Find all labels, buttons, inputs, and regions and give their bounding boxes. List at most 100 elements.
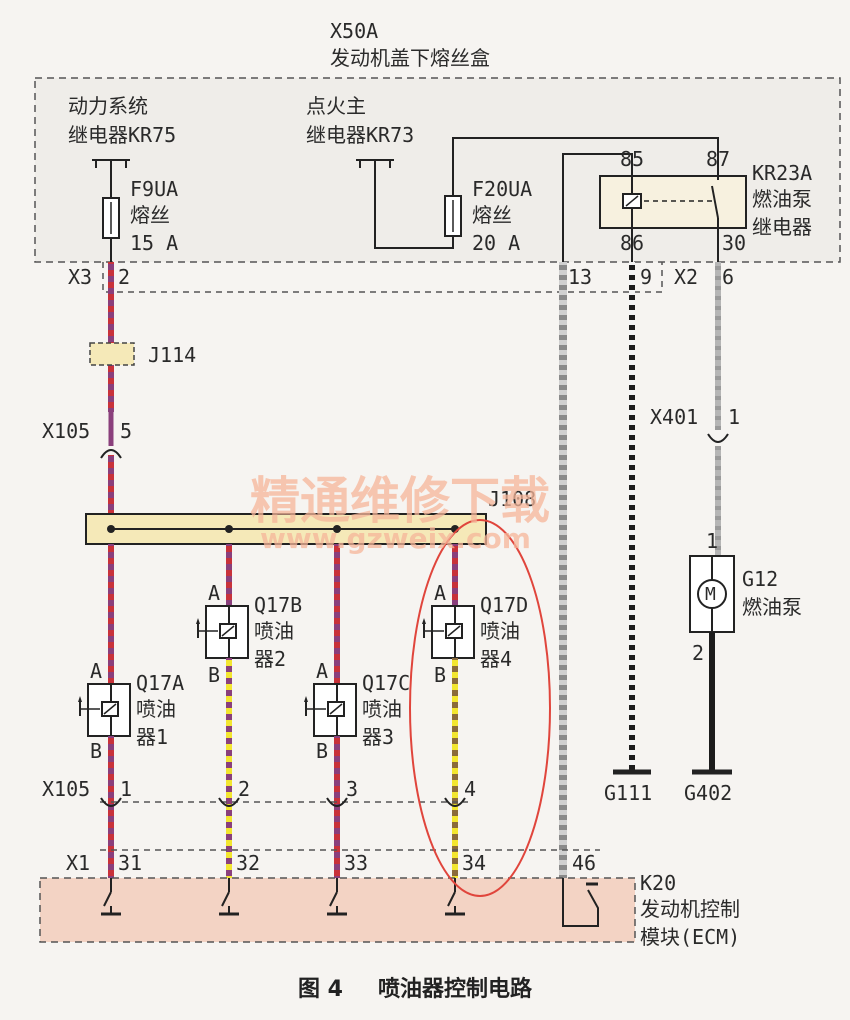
ground-g111-label: G111 — [604, 781, 652, 805]
fuel-pump-name: 燃油泵 — [742, 595, 802, 619]
injector-q17c-pin-b: B — [316, 739, 328, 763]
relay-kr23a-line2: 继电器 — [752, 215, 812, 239]
ground-g402-label: G402 — [684, 781, 732, 805]
wire-relay-to-ecm-46 — [559, 262, 567, 882]
splice-j114 — [89, 342, 135, 366]
connector-x401-id: X401 — [650, 405, 698, 429]
connector-x105-top-symbol — [100, 449, 122, 459]
connector-x1-pin-33: 33 — [344, 851, 368, 875]
relay-kr23a-id: KR23A — [752, 161, 812, 185]
fuel-pump-pin-2: 2 — [692, 641, 704, 665]
injector-q17d-pin-a: A — [434, 581, 446, 605]
injector-q17a-id: Q17A — [136, 671, 184, 695]
wire-injector4-a — [452, 544, 458, 606]
connector-x105-top-id: X105 — [42, 419, 90, 443]
injector-q17a-name-2: 器1 — [136, 725, 168, 749]
figure-number: 图 4 — [298, 977, 343, 1002]
connector-x2-id: X2 — [674, 265, 698, 289]
connector-x2-pin-9: 9 — [640, 265, 652, 289]
injector-q17d-name-1: 喷油 — [480, 619, 520, 643]
splice-j108-label: J108 — [488, 487, 536, 511]
wire-injector2-a — [226, 544, 232, 606]
injector-q17a-name-1: 喷油 — [136, 697, 176, 721]
wire-main-supply — [108, 262, 114, 412]
connector-x1-pin-32: 32 — [236, 851, 260, 875]
fuse-f20ua-rating: 20 A — [472, 231, 520, 255]
injector-q17d-id: Q17D — [480, 593, 528, 617]
wire-relay-86-to-g111 — [629, 262, 635, 770]
injector-q17c-id: Q17C — [362, 671, 410, 695]
connector-x105-bottom-id: X105 — [42, 777, 90, 801]
fuse-box-name: 发动机盖下熔丝盒 — [330, 46, 490, 70]
fuel-pump-id: G12 — [742, 567, 778, 591]
connector-x401-pin: 1 — [728, 405, 740, 429]
fuse-f9ua-id: F9UA — [130, 177, 178, 201]
ecm-id: K20 — [640, 871, 676, 895]
connector-x105-top-pin: 5 — [120, 419, 132, 443]
injector-q17b-pin-b: B — [208, 663, 220, 687]
highlight-ellipse — [409, 519, 551, 897]
watermark-text: 精通维修下载 — [250, 472, 550, 530]
connector-x2-pin-13: 13 — [568, 265, 592, 289]
injector-q17a — [78, 683, 131, 737]
connector-x3-pin: 2 — [118, 265, 130, 289]
injector-q17a-pin-a: A — [90, 659, 102, 683]
injector-q17c — [304, 683, 357, 737]
wire-relay-85-to-ecm — [562, 153, 633, 262]
splice-j114-label: J114 — [148, 343, 196, 367]
injector-q17b — [196, 605, 249, 659]
relay-kr23a-box — [599, 175, 747, 229]
wire-injector3-a — [334, 544, 340, 684]
connector-x2-pin-6: 6 — [722, 265, 734, 289]
relay-pin-30: 30 — [722, 231, 746, 255]
injector-q17b-pin-a: A — [208, 581, 220, 605]
relay-pin-85: 85 — [620, 147, 644, 171]
connector-x1-pin-46: 46 — [572, 851, 596, 875]
connector-x105-bottom-pin-4: 4 — [464, 777, 476, 801]
injector-q17b-name-1: 喷油 — [254, 619, 294, 643]
fuse-box-id: X50A — [330, 19, 378, 43]
watermark-url: www.gzweix.com — [260, 522, 531, 555]
fuse-box-frame — [34, 77, 841, 263]
relay-pin-87: 87 — [706, 147, 730, 171]
relay-kr73-line1: 点火主 — [306, 94, 366, 118]
injector-q17d — [422, 605, 475, 659]
fuel-pump-motor-symbol: M — [705, 584, 716, 605]
fuel-pump-pin-1: 1 — [706, 529, 718, 553]
fuse-f9ua-type: 熔丝 — [130, 203, 170, 227]
relay-kr75-terminal — [92, 159, 130, 198]
relay-kr73-line2: 继电器KR73 — [306, 123, 414, 147]
ecm-name-1: 发动机控制 — [640, 897, 740, 921]
connector-x1-id: X1 — [66, 851, 90, 875]
connector-x3-x2-outline — [102, 262, 663, 293]
relay-kr75-line1: 动力系统 — [68, 94, 148, 118]
connector-x105-bottom-pin-2: 2 — [238, 777, 250, 801]
splice-j108-nodes — [107, 525, 459, 533]
injector-q17a-pin-b: B — [90, 739, 102, 763]
wire-f20ua-to-relay — [452, 137, 719, 196]
connector-x3-id: X3 — [68, 265, 92, 289]
connector-x1-pin-31: 31 — [118, 851, 142, 875]
connector-x401-symbol — [707, 433, 729, 443]
connector-x105-bottom-pin-3: 3 — [346, 777, 358, 801]
fuse-f9ua-rating: 15 A — [130, 231, 178, 255]
wire-injector4-b — [452, 658, 458, 878]
relay-kr23a-switch-icon — [711, 185, 719, 219]
relay-pin-86: 86 — [620, 231, 644, 255]
wire-injector1-a — [108, 544, 114, 684]
wire-relay-30-to-x401 — [715, 262, 721, 430]
figure-title: 喷油器控制电路 — [378, 976, 533, 1002]
wire-main-supply-2 — [108, 455, 114, 520]
wire-injector2-b — [226, 658, 232, 878]
connector-x105-bottom-symbols — [100, 797, 466, 807]
injector-q17c-name-1: 喷油 — [362, 697, 402, 721]
injector-q17b-id: Q17B — [254, 593, 302, 617]
wire-x401-to-g12 — [715, 446, 721, 556]
ecm-name-2: 模块(ECM) — [640, 925, 740, 949]
relay-kr23a-line1: 燃油泵 — [752, 187, 812, 211]
connector-x1-pin-34: 34 — [462, 851, 486, 875]
injector-q17d-name-2: 器4 — [480, 647, 512, 671]
relay-kr73-terminal — [356, 159, 454, 249]
